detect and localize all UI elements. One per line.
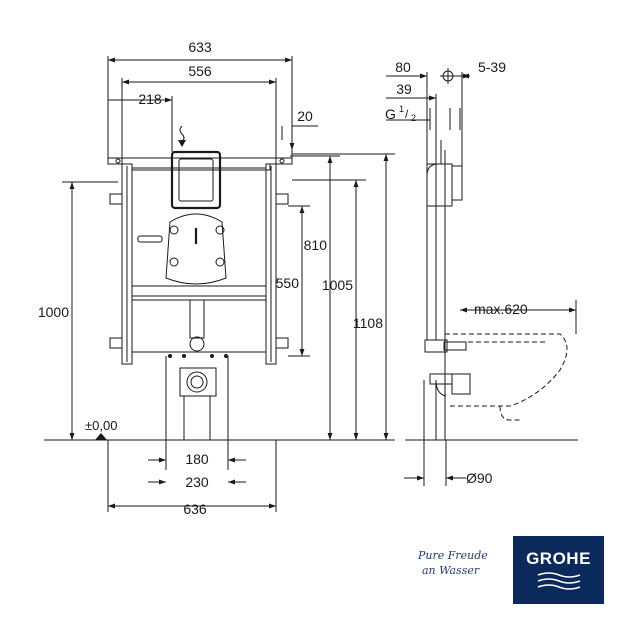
thread-label: G 1 / 2 (385, 104, 416, 123)
thread-numerator: 1 (399, 104, 404, 114)
side-dimensions (386, 68, 577, 486)
foot-bracket-right (275, 337, 289, 349)
cistern-side (426, 163, 453, 207)
flush-opening-outer (170, 150, 222, 210)
bolt-3 (210, 354, 214, 358)
dim-1005: 1005 (322, 277, 353, 293)
front-view (44, 125, 395, 441)
front-dimensions (62, 56, 395, 512)
bracket-hole-right (279, 158, 285, 164)
flush-pipe-bend (189, 336, 205, 352)
logo-text: GROHE (526, 549, 591, 568)
flush-valve (165, 213, 227, 285)
bolt-2 (182, 354, 186, 358)
dim-810: 810 (304, 237, 328, 253)
flush-opening-inner (178, 158, 214, 202)
thread-g: G (385, 106, 396, 122)
brand-tagline: Pure Freude an Wasser (418, 548, 510, 578)
dim-633: 633 (188, 39, 212, 55)
side-view (405, 140, 578, 441)
flush-symbol (179, 125, 185, 143)
foot-side (424, 339, 448, 353)
bolt-4 (224, 354, 228, 358)
dim-1000: 1000 (38, 304, 69, 320)
top-bracket (107, 157, 293, 171)
floor-level-label: ±0,00 (85, 418, 117, 433)
foot-bracket-left (109, 337, 123, 349)
dim-556: 556 (188, 63, 212, 79)
dim-550: 550 (276, 275, 300, 291)
level-indicator (137, 235, 163, 243)
dim-20: 20 (297, 108, 313, 124)
dim-max-620: max.620 (474, 301, 528, 317)
thread-denominator: 2 (411, 113, 416, 123)
cross-bar (131, 295, 267, 301)
dim-5-39: 5-39 (478, 59, 506, 75)
dim-180: 180 (185, 451, 209, 467)
svg-text:/: / (405, 107, 409, 121)
dim-230: 230 (185, 474, 209, 490)
tagline-line-2: an Wasser (422, 564, 480, 577)
flush-plate-side (451, 165, 463, 201)
waste-outlet (186, 371, 208, 393)
side-bracket-right (275, 193, 289, 205)
bolt-1 (168, 354, 172, 358)
logo-waves-icon (537, 572, 581, 590)
waste-bend (423, 379, 447, 440)
waste-outlet-box (179, 367, 217, 397)
dim-636: 636 (183, 501, 207, 517)
toilet-bowl (445, 333, 568, 407)
dim-39: 39 (396, 81, 412, 97)
bracket-hole-left (115, 158, 121, 164)
dim-80: 80 (395, 59, 411, 75)
flush-pipe (189, 299, 205, 339)
side-bracket-left (109, 193, 123, 205)
tagline-line-1: Pure Freude (418, 549, 488, 562)
dim-diameter-90: Ø90 (466, 470, 493, 486)
cistern-body (131, 167, 267, 287)
grohe-logo: GROHE (513, 536, 604, 604)
dim-1108: 1108 (353, 315, 383, 331)
dim-218: 218 (138, 91, 162, 107)
